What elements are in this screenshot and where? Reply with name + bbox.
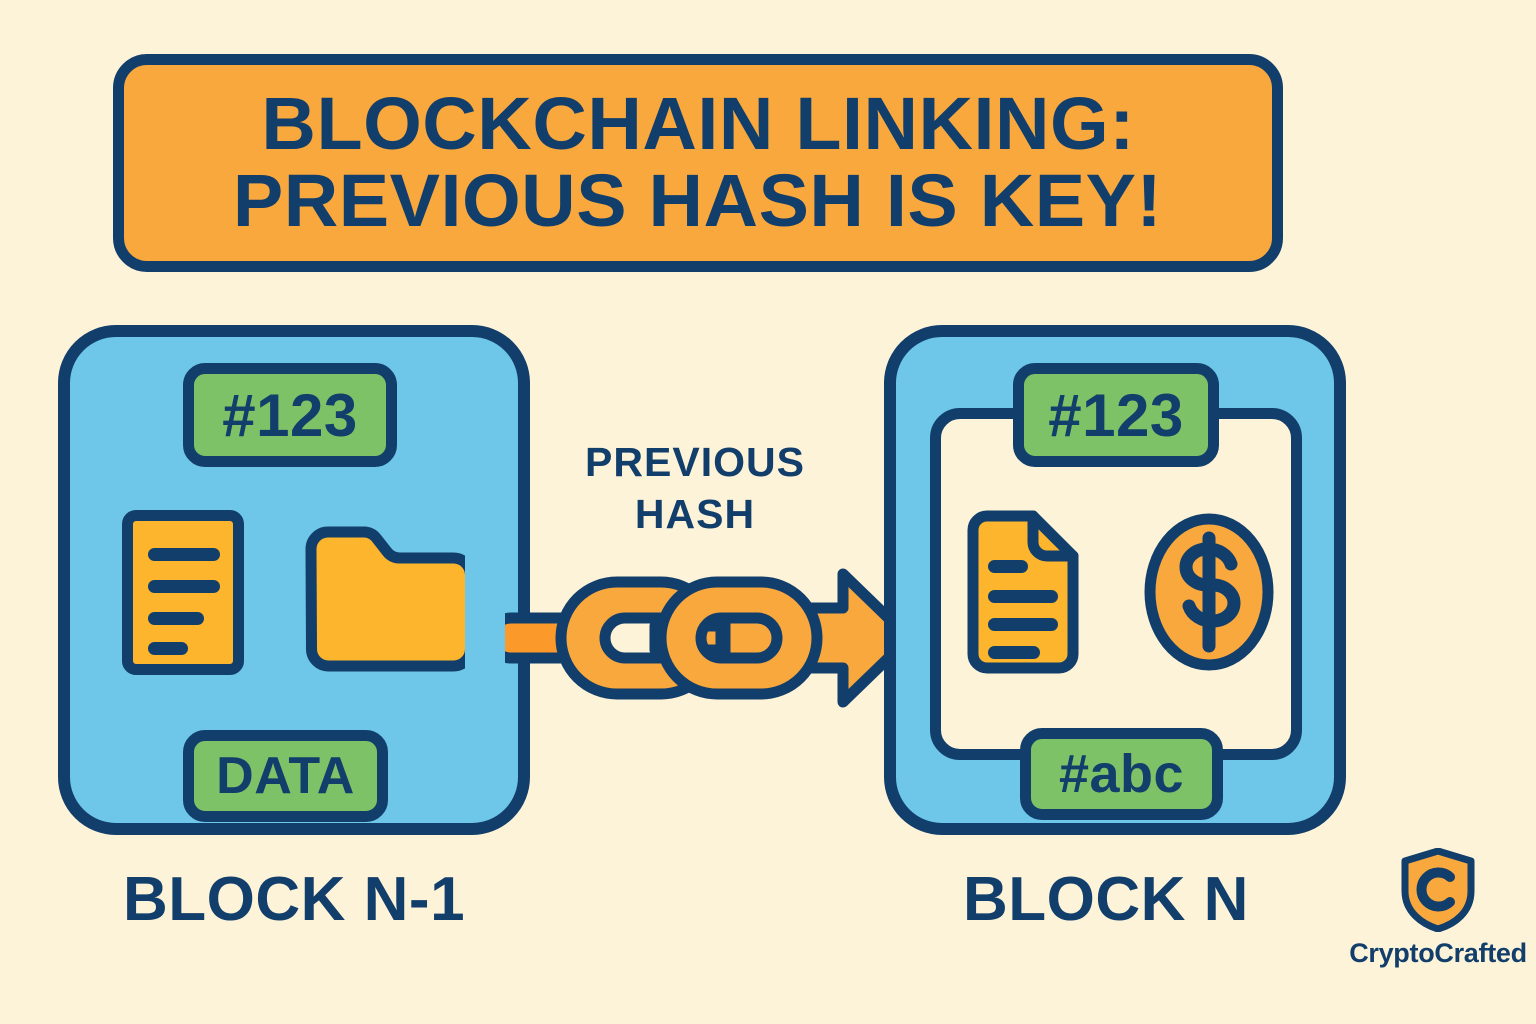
document-line [148,548,220,561]
data-badge-left-label: DATA [216,747,355,805]
block-index-badge-right-label: #123 [1048,381,1184,449]
previous-hash-label: PREVIOUS HASH [560,436,830,541]
block-index-badge-left-label: #123 [222,381,358,449]
logo-wordmark: CryptoCrafted [1349,938,1527,968]
block-caption-right: BLOCK N [963,865,1249,934]
previous-hash-label-line-1: PREVIOUS [585,439,805,485]
chain-link-arrow-icon [485,556,915,716]
document-icon [122,510,244,675]
block-index-badge-left: #123 [183,363,397,467]
block-index-badge-right: #123 [1013,363,1219,467]
previous-hash-badge-right-label: #abc [1058,744,1185,804]
cryptocrafted-logo: CryptoCrafted [1349,847,1527,969]
document-line [148,612,204,625]
data-badge-left: DATA [183,730,388,822]
shield-c-icon [1400,847,1476,933]
title-banner: BLOCKCHAIN LINKING: PREVIOUS HASH IS KEY… [113,54,1283,272]
dollar-coin-icon [1143,512,1275,672]
previous-hash-badge-right: #abc [1020,728,1223,820]
title-line-1: BLOCKCHAIN LINKING: [261,82,1135,166]
document-folded-icon [962,508,1084,676]
document-line [148,642,188,655]
document-line [148,580,220,593]
folder-icon [300,521,476,673]
previous-hash-label-line-2: HASH [634,491,756,538]
title-line-2: PREVIOUS HASH IS KEY! [233,159,1163,242]
block-caption-left: BLOCK N-1 [123,865,466,934]
